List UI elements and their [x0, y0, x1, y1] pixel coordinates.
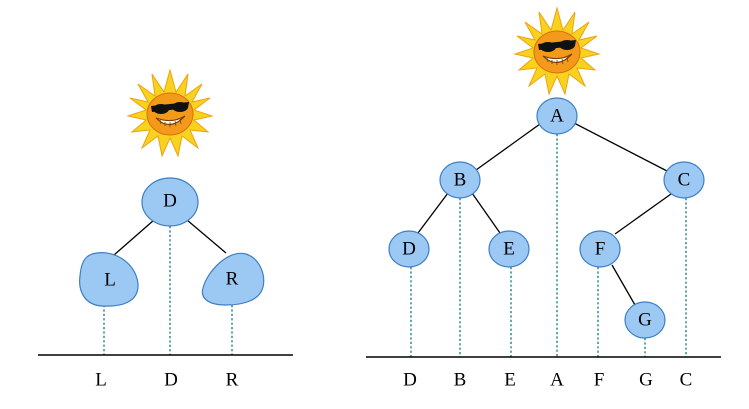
node-label-E: E	[503, 238, 515, 259]
tree-node-G: G	[624, 301, 666, 339]
node-label-B: B	[454, 169, 467, 190]
right-baseline-label: B	[454, 369, 467, 390]
right-baseline-label: G	[639, 369, 653, 390]
subtree-blob-right: R	[201, 252, 265, 306]
tree-node-A: A	[536, 97, 578, 135]
tree-node-F: F	[579, 230, 621, 268]
left-tree-diagram: D L R L D R	[38, 69, 293, 390]
edge-D-L	[113, 219, 155, 256]
left-baseline-label: R	[226, 369, 239, 390]
right-baseline-label: E	[504, 369, 516, 390]
tree-node-B: B	[439, 161, 481, 199]
node-label-A: A	[550, 105, 564, 126]
left-baseline-label: D	[164, 369, 178, 390]
edge-D-R	[186, 219, 227, 254]
node-label-left: L	[104, 269, 116, 290]
node-label-G: G	[638, 309, 652, 330]
edge-B-E	[471, 192, 501, 234]
node-label-root: D	[163, 190, 177, 211]
tree-node-D: D	[388, 230, 430, 268]
tree-node-root: D	[141, 177, 199, 227]
edge-A-B	[475, 123, 541, 171]
edge-B-D	[417, 192, 449, 234]
right-baseline-label: F	[594, 369, 605, 390]
right-tree-diagram: A B C D E F G D B E A	[366, 7, 721, 390]
right-baseline-label: D	[403, 369, 417, 390]
node-label-D: D	[402, 238, 416, 259]
tree-node-E: E	[488, 230, 530, 268]
node-label-C: C	[678, 169, 691, 190]
subtree-blob-left: L	[79, 252, 139, 307]
sun-with-sunglasses-icon	[514, 7, 600, 95]
edge-C-F	[614, 193, 672, 235]
sun-with-sunglasses-icon	[127, 69, 213, 157]
edge-F-G	[611, 264, 636, 306]
node-label-F: F	[595, 238, 606, 259]
edge-A-C	[573, 122, 668, 172]
right-baseline-label: A	[550, 369, 564, 390]
node-label-right: R	[226, 268, 239, 289]
right-baseline-label: C	[680, 369, 693, 390]
left-baseline-label: L	[95, 369, 107, 390]
tree-node-C: C	[663, 161, 705, 199]
